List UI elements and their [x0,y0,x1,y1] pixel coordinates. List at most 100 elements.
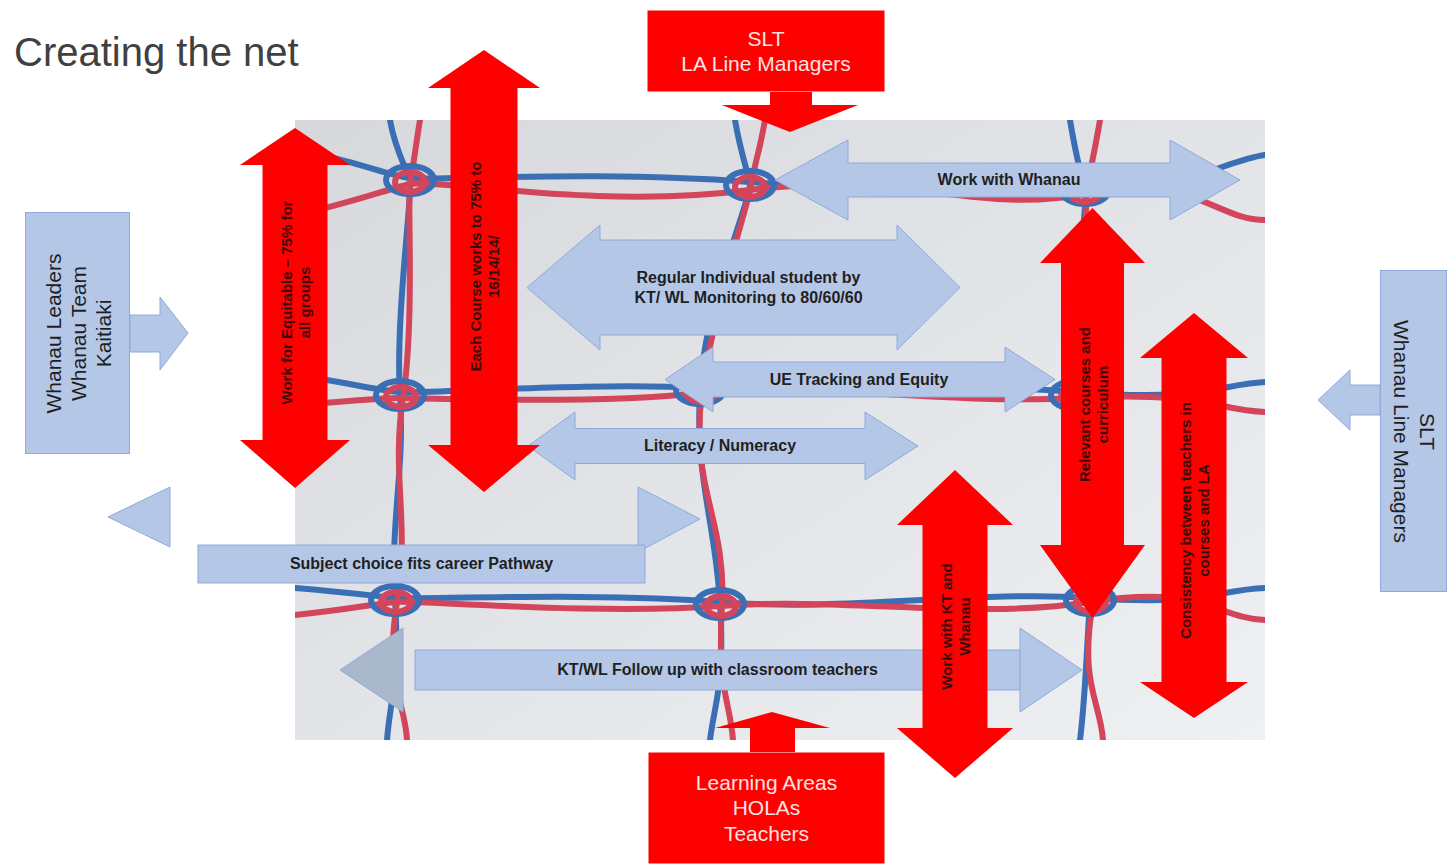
label-stack: UE Tracking and Equity [770,370,949,389]
label-stack: SLTWhanau Line Managers [1388,320,1438,543]
pointer-arrow [130,297,188,370]
label-area: KT/WL Follow up with classroom teachers [420,651,1015,689]
pointer-arrow [715,712,830,752]
label-stack: KT/WL Follow up with classroom teachers [557,660,878,679]
manager-box: SLTLA Line Managers [647,10,885,92]
arrow-shape [1040,208,1145,618]
node-label: Kaitiaki [90,253,115,413]
knot [381,592,411,612]
label-stack: Consistency between teachers in courses … [1176,390,1212,650]
node-label: SLT [681,26,850,51]
label-area: SLTWhanau Line Managers [1383,275,1444,587]
node-label: Learning Areas [696,770,837,795]
node-label: Work for Equitable – 75% for all groups [277,192,313,414]
box-shape [649,753,885,864]
pointer-arrow [1318,370,1380,430]
manager-box: SLTWhanau Line Managers [1380,270,1447,592]
node-label: LA Line Managers [681,51,850,76]
label-stack: Regular Individual student by KT/ WL Mon… [624,268,874,306]
node-label: Whanau Line Managers [1388,320,1413,543]
node-label: Whanau Team [65,253,90,413]
label-area: Consistency between teachers in courses … [1164,363,1225,677]
arrow-shape [108,487,170,547]
red-double-arrow: Each Course works to 75% to 16/14/14/ [428,50,540,492]
red-double-arrow: Work with KT and Whanau [897,470,1013,778]
label-stack: Relevant courses and curriculum [1075,304,1111,504]
label-area: UE Tracking and Equity [718,363,1000,396]
red-double-arrow: Work for Equitable – 75% for all groups [240,128,350,488]
knot [376,381,424,409]
label-area: Learning AreasHOLAsTeachers [654,755,879,861]
label-area: Work for Equitable – 75% for all groups [265,170,326,435]
arrow-shape [528,412,918,480]
box-shape [198,545,645,583]
arrow-shape [665,347,1055,412]
node-label: Work with Whanau [938,170,1081,189]
blue-double-arrow: Subject choice fits career Pathway [108,487,700,583]
knot [371,586,419,614]
blue-double-arrow: Literacy / Numeracy [528,412,918,480]
knot [386,166,434,194]
arrow-shape [240,128,350,488]
label-area: Each Course works to 75% to 16/14/14/ [453,93,516,440]
knot [696,590,744,618]
teacher-box: Learning AreasHOLAsTeachers [648,752,885,864]
label-area: Literacy / Numeracy [580,430,860,463]
node-label: Each Course works to 75% to 16/14/14/ [466,137,502,397]
node-label: UE Tracking and Equity [770,370,949,389]
label-area: Relevant courses and curriculum [1063,268,1122,540]
label-area: Regular Individual student by KT/ WL Mon… [605,241,892,334]
label-area: Work with KT and Whanau [925,530,986,723]
label-stack: Work for Equitable – 75% for all groups [277,192,313,414]
label-stack: Literacy / Numeracy [644,436,796,455]
node-label: Whanau Leaders [40,253,65,413]
arrow-shape [897,470,1013,778]
arrow-shape [340,628,403,712]
label-stack: SLTLA Line Managers [681,26,850,76]
red-double-arrow: Consistency between teachers in courses … [1140,313,1248,718]
blue-double-arrow-shape [527,225,960,350]
node-label: Work with KT and Whanau [937,542,973,712]
net-ground [295,120,1265,740]
arrow-shape [527,225,960,350]
node-label: Teachers [696,821,837,846]
node-label: Literacy / Numeracy [644,436,796,455]
manager-box-shape [647,10,885,92]
label-area: Whanau LeadersWhanau TeamKaitiaki [28,217,127,449]
knot [735,177,765,197]
arrow-shape [775,140,1240,220]
node-label: Relevant courses and curriculum [1075,304,1111,504]
node-label: Subject choice fits career Pathway [290,554,553,573]
arrow-shape [428,50,540,492]
team-box: Whanau LeadersWhanau TeamKaitiaki [25,212,130,454]
blue-double-arrow: UE Tracking and Equity [665,347,1055,412]
diagram-title: Creating the net [14,30,299,75]
blue-ropes [295,120,1265,740]
label-area: SLTLA Line Managers [653,13,879,89]
blue-double-arrow: Work with Whanau [775,140,1240,220]
arrow-shape [1020,628,1082,712]
box-shape [1381,271,1447,592]
arrow-shape [638,487,700,552]
box-shape [26,213,130,454]
label-stack: Work with KT and Whanau [937,542,973,712]
node-label: SLT [1414,320,1439,543]
label-stack: Each Course works to 75% to 16/14/14/ [466,137,502,397]
knot [706,596,736,616]
label-area: Subject choice fits career Pathway [203,546,640,582]
knot [386,387,416,407]
box-shape [648,11,885,92]
rope [295,597,1265,620]
node-label: Regular Individual student by KT/ WL Mon… [624,268,874,306]
blue-double-arrow: Regular Individual student by KT/ WL Mon… [527,225,960,350]
label-stack: Whanau LeadersWhanau TeamKaitiaki [40,253,116,413]
label-area: Work with Whanau [853,164,1165,196]
node-label: HOLAs [696,795,837,820]
label-stack: Subject choice fits career Pathway [290,554,553,573]
arrow-shape [1140,313,1248,718]
node-label: KT/WL Follow up with classroom teachers [557,660,878,679]
label-stack: Learning AreasHOLAsTeachers [696,770,837,846]
red-double-arrow: Relevant courses and curriculum [1040,208,1145,618]
